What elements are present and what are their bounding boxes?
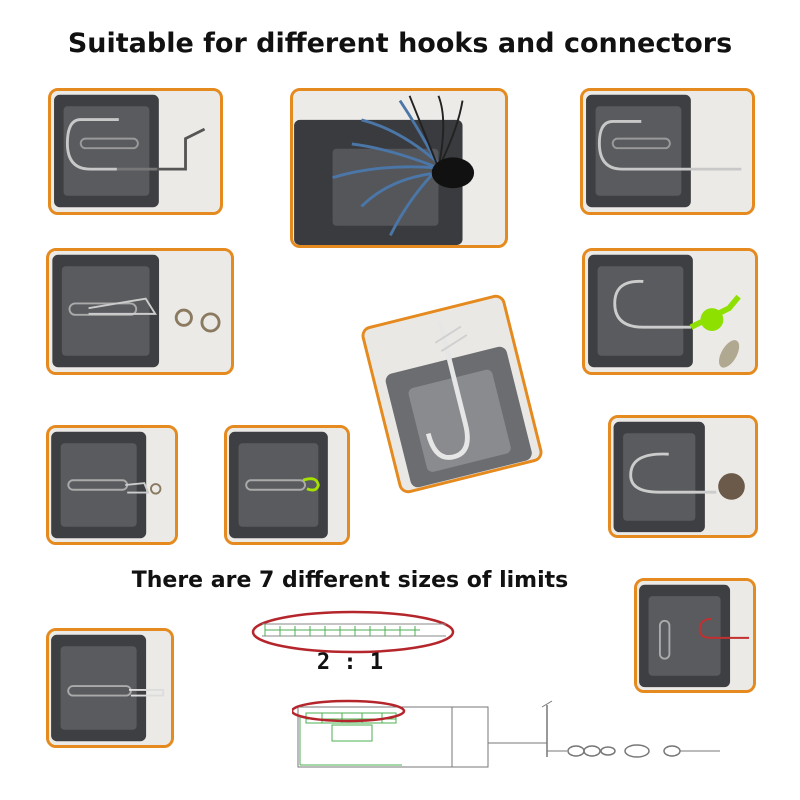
sizes-caption: There are 7 different sizes of limits	[131, 568, 569, 593]
pin-icon	[49, 631, 171, 745]
photo-spinner-jig-head	[582, 248, 758, 375]
photo-small-snap	[46, 425, 178, 545]
scale-ratio: 2 : 1	[316, 650, 384, 675]
box-connector-diagram	[292, 699, 720, 768]
photo-offset-worm-hook	[48, 88, 223, 215]
photo-hook-closeup	[359, 292, 545, 496]
photo-safety-pin-snap	[46, 628, 174, 748]
page-title: Suitable for different hooks and connect…	[67, 28, 733, 59]
photo-long-shank-hook	[580, 88, 755, 215]
spinner-icon	[586, 251, 754, 372]
limit-profile-diagram	[251, 610, 455, 654]
loop-icon	[227, 428, 347, 542]
swivel-icon	[50, 251, 230, 372]
jig-icon	[294, 91, 504, 245]
photo-green-loop-hook	[224, 425, 350, 545]
photo-ball-jig-head	[608, 415, 758, 538]
offset-hook-icon	[52, 91, 219, 212]
line-icon	[637, 581, 753, 690]
photo-red-line-hook	[634, 578, 756, 693]
hook-icon	[363, 296, 541, 492]
snap-icon	[49, 428, 175, 542]
long-hook-icon	[584, 91, 751, 212]
photo-skirted-jig	[290, 88, 508, 248]
jighead-icon	[611, 418, 755, 535]
photo-snap-swivel	[46, 248, 234, 375]
